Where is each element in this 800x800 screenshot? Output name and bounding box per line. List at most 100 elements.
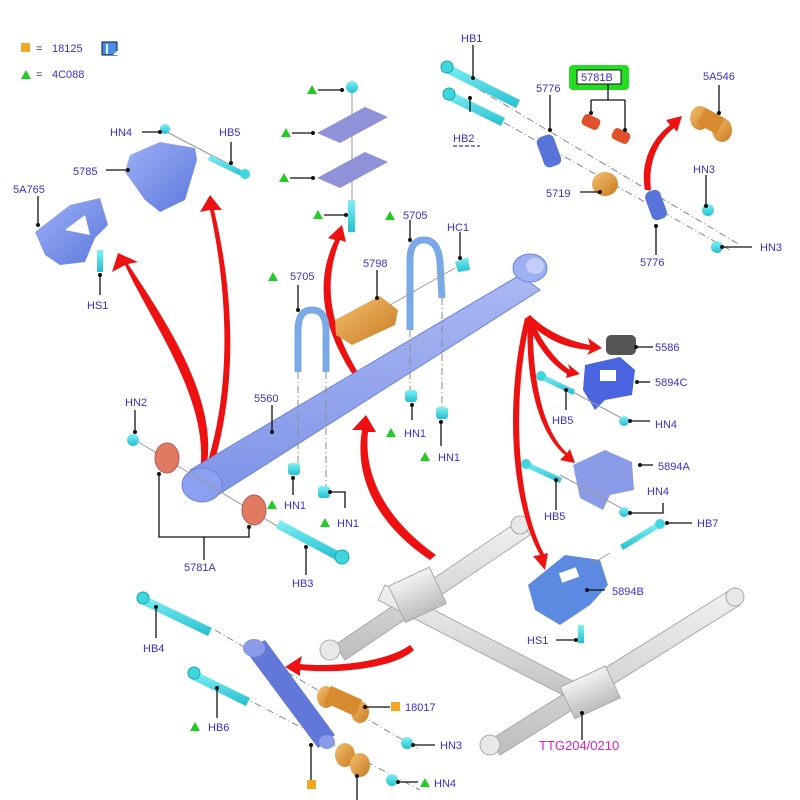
- nut-hn1-c: [405, 390, 417, 402]
- label-5705-right: 5705: [403, 210, 427, 222]
- reference-group: TTG204/0210: [539, 711, 619, 753]
- label-hb2: HB2: [453, 133, 474, 145]
- arrow-to-spacer: [323, 225, 364, 385]
- bolt-hb7: [620, 523, 659, 550]
- label-hb7: HB7: [697, 518, 718, 530]
- nut-hn3-upper: [702, 204, 714, 216]
- label-hn4-top: HN4: [110, 127, 132, 139]
- u-bolt-5705-left: [294, 306, 330, 372]
- bracket-5894b: [528, 555, 608, 625]
- green-triangle-icon: [190, 722, 200, 731]
- green-triangle-icon: [307, 85, 317, 94]
- nut-hn4-bottom: [386, 774, 398, 786]
- bump-stop-5586: [606, 335, 636, 355]
- clip-hc1: [455, 257, 470, 272]
- green-triangle-icon: [21, 70, 31, 79]
- label-5894a: 5894A: [658, 461, 690, 473]
- nut-stack-top: [346, 81, 358, 93]
- bolt-hb2: [442, 87, 505, 126]
- label-hn3-bottom: HN3: [440, 740, 462, 752]
- spring-eye-group: HN2 5781A HB3: [125, 397, 350, 590]
- bolt-hb1: [440, 60, 520, 108]
- label-5781a: 5781A: [184, 562, 216, 574]
- label-5894b: 5894B: [612, 586, 644, 598]
- orange-square-icon: [307, 780, 316, 789]
- arrow-to-spring: [352, 415, 436, 560]
- bolt-hs1-right: [578, 625, 584, 643]
- green-triangle-icon: [420, 778, 430, 787]
- rear-axle-assembly: [319, 515, 745, 756]
- green-triangle-icon: [386, 428, 396, 437]
- bolt-hs1-left: [97, 250, 103, 272]
- arrow-to-5a765: [112, 253, 209, 470]
- label-5a765: 5A765: [13, 184, 45, 196]
- label-hb1: HB1: [461, 33, 482, 45]
- bushing-lower: [335, 743, 370, 777]
- nut-hn1-b: [318, 486, 330, 498]
- label-hc1: HC1: [447, 222, 469, 234]
- legend-code-2: 4C088: [52, 69, 84, 81]
- label-hn1-a: HN1: [284, 500, 306, 512]
- label-5705-left: 5705: [290, 271, 314, 283]
- orange-square-icon: [21, 43, 30, 52]
- center-bolt: [348, 200, 355, 232]
- arrow-to-shock: [285, 645, 414, 676]
- legend-equals-1: =: [36, 43, 42, 55]
- orange-square-icon: [391, 702, 400, 711]
- label-hn1-d: HN1: [438, 452, 460, 464]
- label-5719: 5719: [546, 188, 570, 200]
- label-5560: 5560: [254, 393, 278, 405]
- bolt-hb6: [191, 671, 250, 706]
- label-5776-bottom: 5776: [640, 257, 664, 269]
- label-18017: 18017: [405, 702, 436, 714]
- label-hb5-mid: HB5: [552, 415, 573, 427]
- label-5776-top: 5776: [536, 83, 560, 95]
- arrow-to-5586: [527, 315, 602, 355]
- green-triangle-icon: [268, 272, 278, 281]
- label-hn1-b: HN1: [337, 518, 359, 530]
- bushing-5781a-right: [241, 494, 267, 526]
- nut-hn1-d: [436, 407, 448, 419]
- green-triangle-icon: [420, 452, 430, 461]
- bushing-5719: [592, 172, 618, 196]
- leaf-spring-group: 5705 5705 5798 HC1 5560 HN1 HN1 HN1 HN1: [181, 210, 548, 530]
- label-5894c: 5894C: [655, 377, 687, 389]
- label-hn2: HN2: [125, 397, 147, 409]
- label-5586: 5586: [655, 342, 679, 354]
- label-5781b: 5781B: [581, 72, 613, 84]
- bracket-5894c: [583, 357, 635, 410]
- green-triangle-icon: [281, 128, 291, 137]
- spacer-plate-upper: [317, 107, 388, 143]
- nut-hn2: [127, 434, 139, 446]
- reference-code: TTG204/0210: [539, 738, 619, 753]
- label-hb6: HB6: [208, 722, 229, 734]
- bushing-18017-upper: [317, 685, 369, 723]
- shock-absorber-group: HB4 HB6 18017 HN3 HN4: [136, 591, 462, 800]
- green-triangle-icon: [267, 500, 277, 509]
- shackle-5776-top: [536, 134, 562, 168]
- nut-hn4-top: [160, 124, 170, 134]
- bushing-5a546: [690, 106, 732, 142]
- label-5a546: 5A546: [703, 71, 735, 83]
- arrow-to-5894a: [527, 318, 575, 463]
- green-triangle-icon: [279, 173, 289, 182]
- label-hs1-left: HS1: [87, 300, 108, 312]
- bolt-hb4: [141, 596, 212, 636]
- shackle-5776-bottom: [645, 189, 667, 221]
- nut-hn1-a: [288, 463, 300, 475]
- bolt-hb5-top: [208, 155, 245, 177]
- nut-hn4-mid: [619, 416, 629, 426]
- bracket-5894a: [573, 450, 634, 510]
- label-hn4-bottom: HN4: [434, 778, 456, 790]
- book-icon[interactable]: [101, 41, 118, 56]
- nut-hn4-low: [619, 507, 629, 517]
- bolt-hb5-low: [523, 461, 562, 483]
- label-hb5-top: HB5: [219, 127, 240, 139]
- bracket-5785: [125, 142, 197, 212]
- label-hn1-c: HN1: [404, 428, 426, 440]
- arrow-to-5894b: [513, 318, 548, 570]
- label-hn4-mid: HN4: [655, 419, 677, 431]
- label-hb4: HB4: [143, 643, 164, 655]
